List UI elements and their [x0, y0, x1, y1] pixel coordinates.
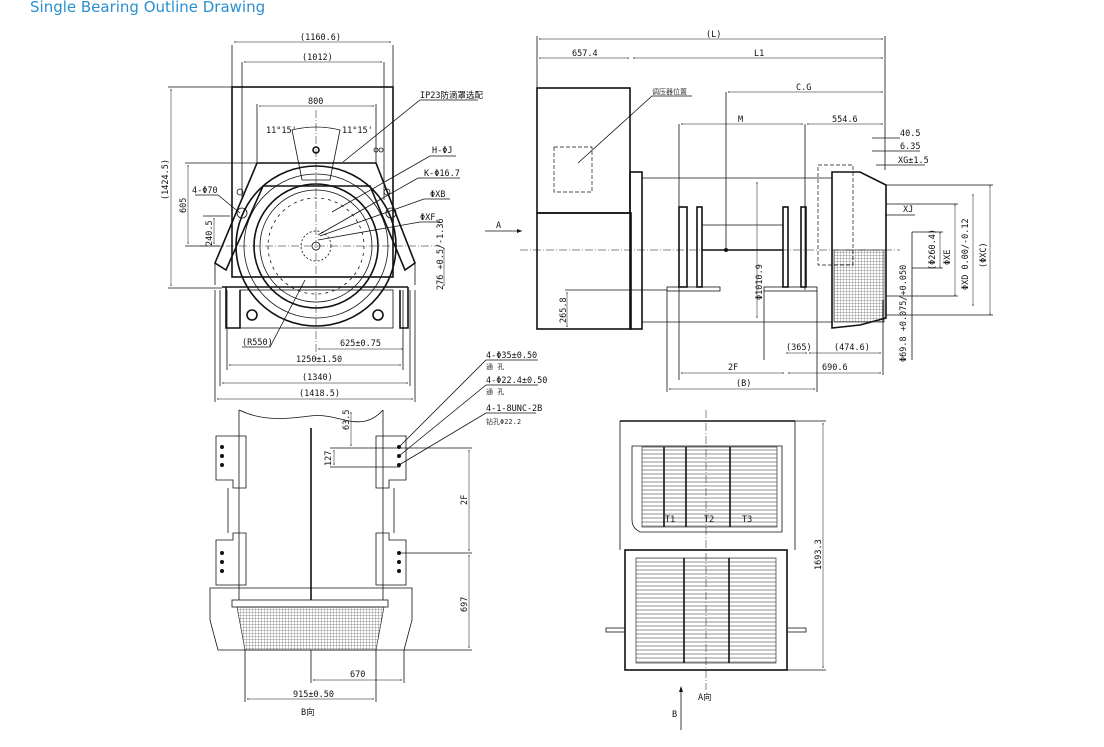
dim-phi-69-8: Φ69.8 +0.075/+0.050 [899, 265, 909, 362]
dim-240-5: 240.5 [205, 220, 215, 246]
dim-1340: (1340) [302, 373, 333, 383]
side-view: (L) 657.4 L1 调压器位置 C.G M 554.6 A Φ1010.9… [485, 30, 993, 392]
dim-phi-xc: (ΦXC) [979, 242, 989, 268]
dim-40-5: 40.5 [900, 129, 920, 139]
dim-657-4: 657.4 [572, 49, 598, 59]
callout-r550: (R550) [242, 338, 273, 348]
dim-cg: C.G [796, 83, 811, 93]
dim-670: 670 [350, 670, 365, 680]
dim-xj: XJ [903, 205, 913, 215]
dim-365: (365) [786, 343, 812, 353]
b-view: 63.5 127 2F 697 670 915±0.50 B向 4-Φ35±0.… [209, 351, 547, 718]
dim-265-8: 265.8 [559, 297, 569, 323]
callout-4-phi-70: 4-Φ70 [192, 186, 218, 196]
callout-unc-thread: 4-1-8UNC-2B [486, 404, 542, 414]
dim-2f-b: 2F [460, 495, 470, 505]
dim-276: 276 +0.5/-1.36 [436, 218, 446, 290]
terminal-t3: T3 [742, 515, 752, 525]
callout-4-phi-22-4-note: 通 孔 [486, 387, 504, 396]
callout-4-phi-22-4: 4-Φ22.4±0.50 [486, 376, 547, 386]
dim-1693-3: 1693.3 [814, 539, 824, 570]
callout-4-phi-35-note: 通 孔 [486, 362, 504, 371]
dim-697: 697 [460, 597, 470, 612]
a-view-label: A向 [698, 692, 712, 703]
dim-xg: XG±1.5 [898, 156, 929, 166]
dim-1424-5: (1424.5) [161, 159, 171, 200]
dim-1160-6: (1160.6) [300, 33, 341, 43]
dim-phi-xd: ΦXD 0.00/-0.12 [961, 218, 971, 290]
dim-605: 605 [179, 198, 189, 213]
dim-phi-1010-9: Φ1010.9 [755, 264, 765, 300]
angle-right: 11°15' [342, 126, 373, 136]
a-view: T1 T2 T3 1693.3 A向 B [605, 410, 826, 730]
dim-1418-5: (1418.5) [299, 389, 340, 399]
dim-800: 800 [308, 97, 323, 107]
callout-phi-xf: ΦXF [420, 213, 435, 223]
terminal-box [536, 87, 631, 214]
dim-1250: 1250±1.50 [296, 355, 342, 365]
dim-474-6: (474.6) [834, 343, 870, 353]
callout-k-phi-16-7: K-Φ16.7 [424, 169, 460, 179]
dim-l1: L1 [754, 49, 764, 59]
dim-phi-xe: ΦXE [943, 250, 953, 265]
dim-625: 625±0.75 [340, 339, 381, 349]
dim-m: M [738, 115, 743, 125]
dim-1012: (1012) [302, 53, 333, 63]
enclosure-outline [231, 86, 394, 278]
dim-690-6: 690.6 [822, 363, 848, 373]
callout-phi-xb: ΦXB [430, 190, 445, 200]
dim-6-35: 6.35 [900, 142, 920, 152]
b-view-label: B向 [301, 707, 315, 718]
callout-unc-thread-note: 钻孔Φ22.2 [486, 417, 521, 426]
dim-915: 915±0.50 [293, 690, 334, 700]
angle-left: 11°15' [266, 126, 297, 136]
dim-l: (L) [706, 30, 721, 40]
dim-554-6: 554.6 [832, 115, 858, 125]
view-arrow-a: A [496, 221, 501, 231]
callout-avr-position: 调压器位置 [652, 87, 687, 96]
dim-b: (B) [736, 379, 751, 389]
callout-4-phi-35: 4-Φ35±0.50 [486, 351, 537, 361]
terminal-t2: T2 [704, 515, 714, 525]
drawing-title: Single Bearing Outline Drawing [30, 0, 266, 16]
front-view: (1160.6) (1012) 800 11°15' 11°15' ( [161, 33, 483, 402]
dim-63-5: 63.5 [342, 410, 352, 430]
dim-2f: 2F [728, 363, 738, 373]
view-arrow-b: B [672, 710, 677, 720]
callout-h-phi-j: H-ΦJ [432, 146, 452, 156]
dim-phi-260-4: (Φ260.4) [928, 229, 938, 270]
callout-ip23: IP23防滴罩选配 [420, 90, 483, 101]
terminal-t1: T1 [665, 515, 675, 525]
dim-127: 127 [324, 451, 334, 466]
